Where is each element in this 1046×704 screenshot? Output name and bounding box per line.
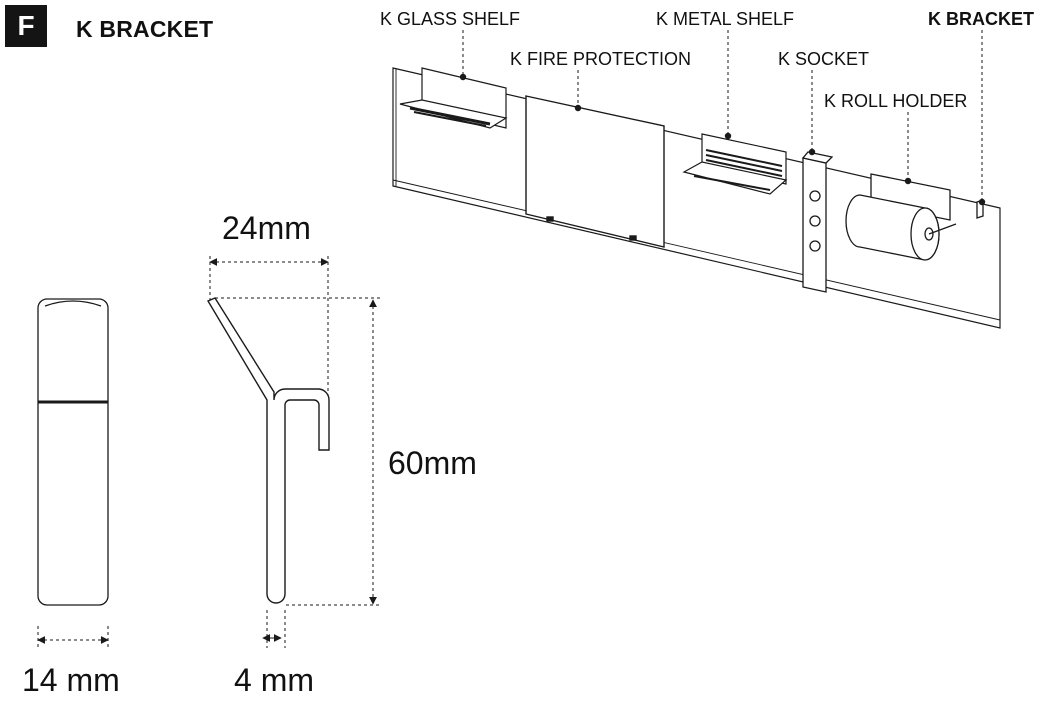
label-metal-shelf: K METAL SHELF xyxy=(656,9,795,29)
bracket-hook-profile xyxy=(206,297,330,604)
label-roll-holder: K ROLL HOLDER xyxy=(824,91,968,111)
section-badge-letter: F xyxy=(17,10,35,41)
callout-dots xyxy=(459,73,986,206)
label-glass-shelf: K GLASS SHELF xyxy=(380,9,521,29)
metal-shelf xyxy=(682,133,788,195)
fire-protection-panel xyxy=(525,95,665,248)
page-title: K BRACKET xyxy=(76,16,214,42)
dimension-lines xyxy=(37,256,380,650)
label-bracket: K BRACKET xyxy=(928,9,1034,29)
roll-holder xyxy=(845,173,957,261)
dimension-wire-thickness: 4 mm xyxy=(234,662,314,698)
dimension-hook-width: 24mm xyxy=(222,210,311,246)
section-badge: F xyxy=(5,5,47,47)
callout-leaders xyxy=(462,30,983,202)
label-fire-protection: K FIRE PROTECTION xyxy=(510,49,692,69)
dimension-hook-height: 60mm xyxy=(388,445,477,481)
label-socket: K SOCKET xyxy=(778,49,870,69)
socket xyxy=(801,151,834,293)
dimension-side-width: 14 mm xyxy=(22,662,120,698)
bracket-side-view xyxy=(37,298,109,606)
glass-shelf xyxy=(399,67,508,129)
